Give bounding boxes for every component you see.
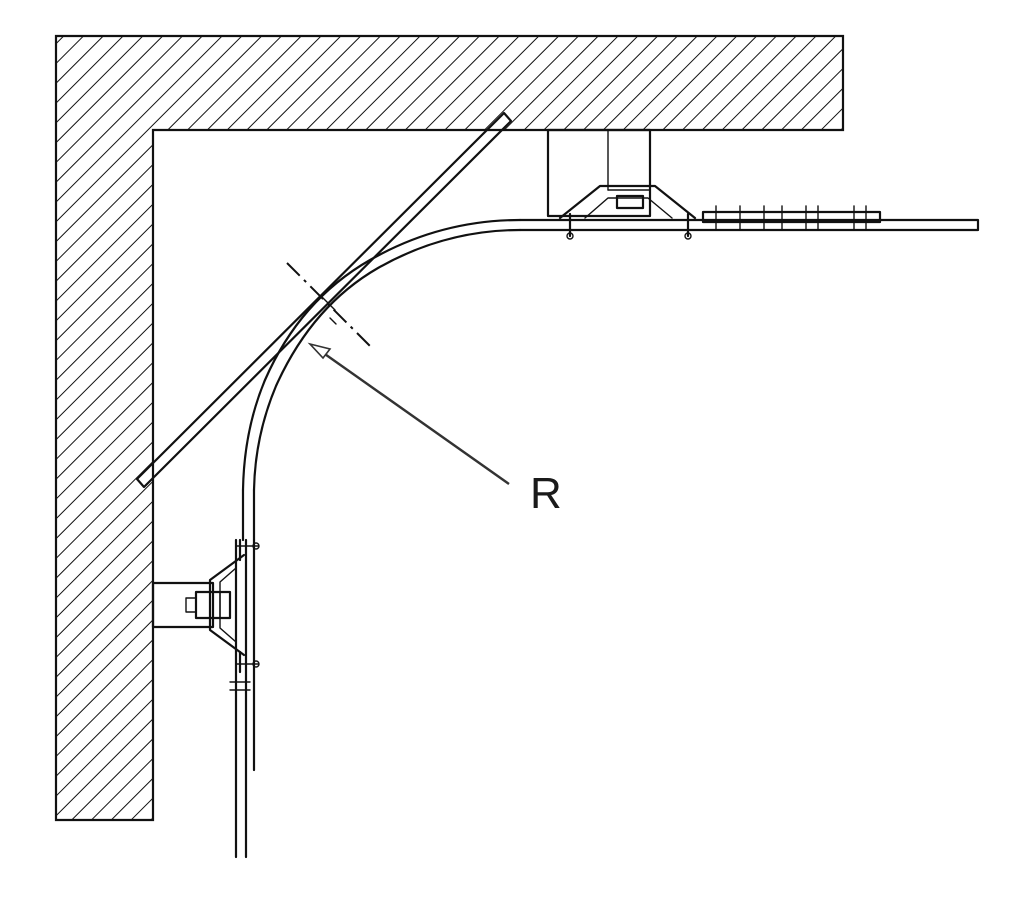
- radius-label: R: [530, 469, 562, 518]
- curved-track: [241, 218, 522, 492]
- diagonal-brace: [135, 111, 513, 489]
- horizontal-track: [518, 205, 980, 232]
- radius-centerline: [286, 262, 371, 347]
- wall-ceiling-section: [54, 34, 845, 822]
- ceiling-hanger-bracket: [546, 128, 697, 240]
- jamb-bracket: [151, 538, 260, 674]
- radius-callout-arrow: [307, 342, 510, 485]
- vertical-track: [229, 488, 256, 859]
- centerline-bolts: [321, 296, 337, 325]
